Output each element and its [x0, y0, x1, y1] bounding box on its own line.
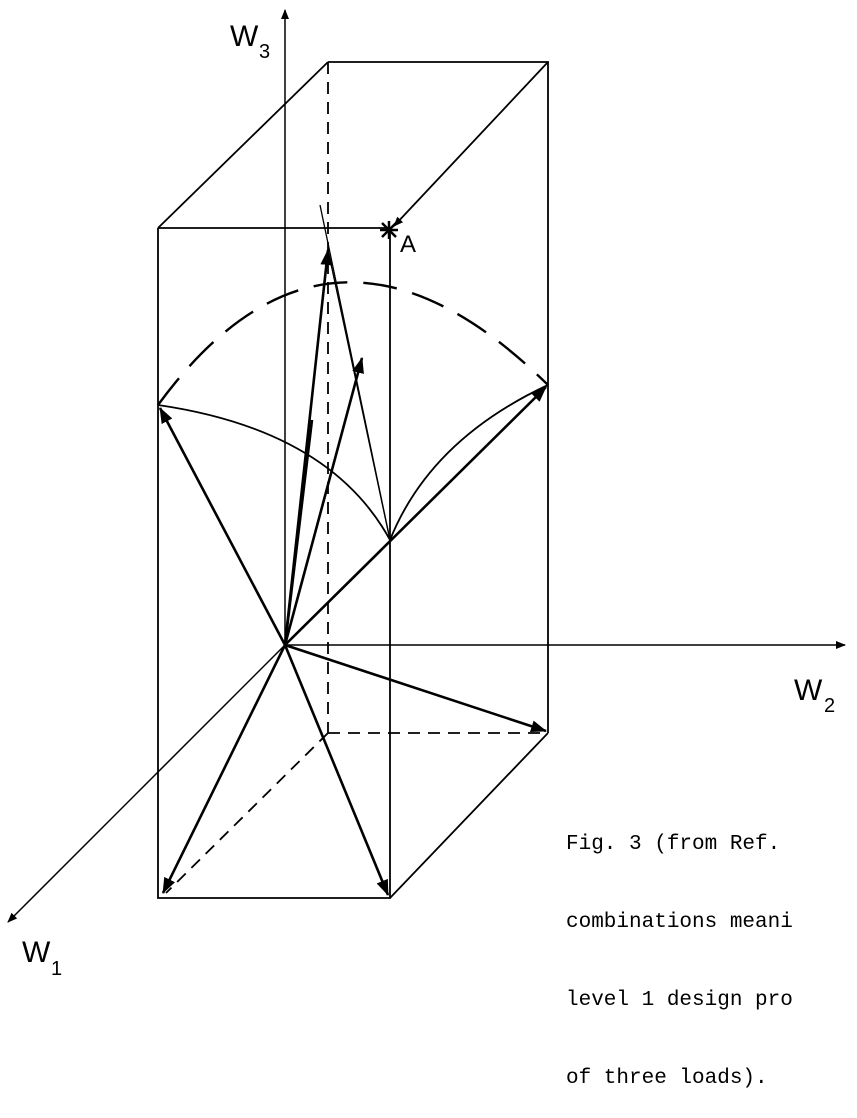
- curve-left: [157, 404, 391, 541]
- curve-right: [389, 384, 549, 541]
- figure-caption: Fig. 3 (from Ref. combinations meani lev…: [566, 780, 793, 1118]
- w3-label: W: [230, 20, 259, 53]
- vector-inner: [283, 419, 314, 646]
- vector-left: [158, 407, 287, 646]
- axes: [7, 9, 846, 923]
- dashed-arc: [157, 281, 549, 406]
- caption-line: level 1 design pro: [566, 989, 793, 1012]
- vector-bottom-right: [283, 644, 390, 896]
- w2-sub: 2: [824, 695, 835, 717]
- caption-line: combinations meani: [566, 911, 793, 934]
- w2-label: W: [794, 674, 823, 707]
- point-a-label: A: [400, 231, 416, 258]
- vector-right: [284, 386, 547, 646]
- load-box: [157, 61, 549, 899]
- caption-line: Fig. 3 (from Ref.: [566, 833, 781, 856]
- w1-sub: 1: [51, 958, 62, 976]
- load-space-diagram: A W 3 W 2 W 1: [7, 9, 846, 976]
- w1-axis: [7, 644, 286, 923]
- load-vectors: [158, 249, 547, 896]
- vector-bottom-left: [161, 644, 287, 894]
- point-a-star: [380, 221, 398, 239]
- caption-line: of three loads).: [566, 1067, 768, 1090]
- vector-lower-right: [284, 643, 547, 733]
- edge-to-point-a: [393, 61, 549, 227]
- w3-sub: 3: [259, 41, 270, 63]
- w1-label: W: [22, 936, 51, 969]
- vector-mid: [283, 357, 364, 646]
